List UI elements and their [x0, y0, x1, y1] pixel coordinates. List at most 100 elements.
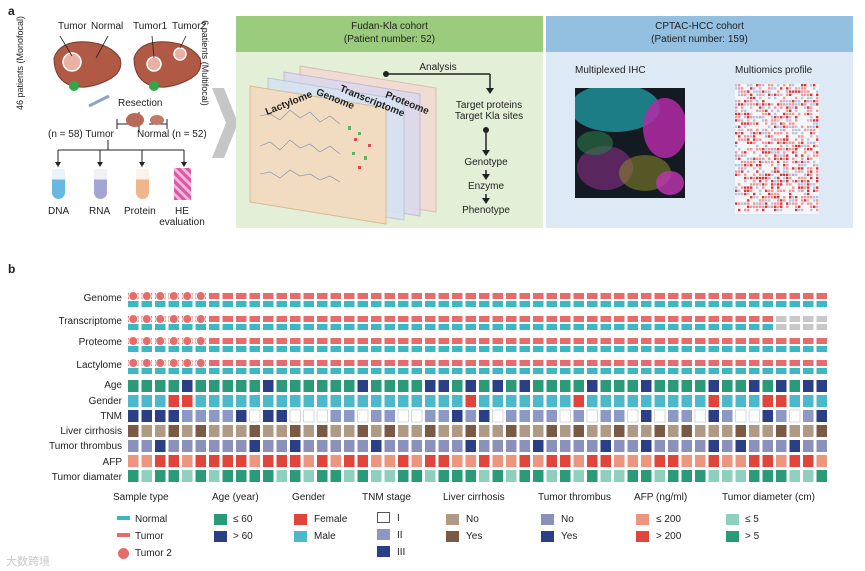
heatmap-cell [753, 116, 756, 119]
heatmap-cell [783, 157, 786, 160]
flow-phenotype: Phenotype [462, 205, 510, 216]
omics-tumor-cell [425, 338, 436, 344]
omics-tumor-cell [708, 316, 719, 322]
heatmap-cell [768, 103, 771, 106]
clinical-cell-tnm [249, 409, 261, 423]
omics-tumor-cell [519, 360, 530, 366]
track-gender: Gender [88, 396, 122, 407]
heatmap-cell [789, 87, 792, 90]
clinical-cell-cir [573, 425, 584, 437]
heatmap-cell [762, 112, 765, 116]
clinical-cell-cir [371, 425, 382, 437]
heatmap-cell [768, 192, 771, 196]
heatmap-cell [810, 119, 813, 122]
heatmap-cell [780, 157, 783, 160]
clinical-cell-cir [546, 425, 557, 437]
omics-normal-cell [182, 346, 193, 352]
omics-tumor-cell [452, 338, 463, 344]
omics-tumor-cell [479, 338, 490, 344]
heatmap-cell [753, 160, 756, 164]
tumor2-marker [182, 336, 193, 346]
heatmap-cell [768, 205, 771, 208]
heatmap-cell [810, 205, 813, 208]
normal-tissue-icon [150, 115, 164, 125]
omics-normal-cell [411, 368, 422, 374]
heatmap-cell [759, 192, 762, 196]
clinical-cell-afp [425, 455, 436, 467]
clinical-cell-dia [317, 470, 328, 482]
clinical-cell-dia [425, 470, 436, 482]
branch-lines [55, 140, 187, 167]
heatmap-cell [774, 180, 777, 183]
tumor2-marker [155, 358, 166, 368]
heatmap-cell [747, 157, 750, 160]
clinical-cell-thr [155, 440, 166, 452]
heatmap-cell [777, 84, 780, 87]
heatmap-cell [771, 183, 774, 186]
omics-normal-cell [695, 368, 706, 374]
omics-tumor-cell [222, 338, 233, 344]
omics-normal-cell [519, 301, 530, 307]
heatmap-cell [807, 199, 810, 202]
omics-tumor-cell [614, 316, 625, 322]
heatmap-cell [756, 100, 759, 103]
heatmap-cell [810, 125, 813, 128]
clinical-cell-tnm [546, 410, 557, 422]
omics-tumor-cell [506, 360, 517, 366]
clinical-cell-afp [560, 455, 571, 467]
legend-tnm2-label: II [397, 530, 403, 541]
legend-age-title: Age (year) [212, 492, 259, 503]
heatmap-cell [816, 173, 819, 176]
heatmap-cell [762, 157, 765, 160]
heatmap-cell [759, 173, 762, 176]
heatmap-cell [786, 141, 789, 144]
heatmap-cell [804, 106, 807, 109]
omics-normal-cell [560, 368, 571, 374]
heatmap-cell [792, 84, 795, 87]
clinical-cell-cir [776, 425, 787, 437]
omics-normal-cell [141, 368, 152, 374]
clinical-cell-age [330, 380, 341, 392]
heatmap-cell [762, 90, 765, 93]
omics-tumor-cell [803, 316, 814, 322]
heatmap-cell [756, 176, 759, 180]
tumor-count-label: (n = 58) Tumor [48, 129, 114, 140]
heatmap-cell [735, 87, 738, 90]
heatmap-cell [792, 173, 795, 176]
omics-normal-cell [236, 301, 247, 307]
heatmap-cell [780, 208, 783, 212]
omics-normal-cell [155, 368, 166, 374]
heatmap-cell [765, 180, 768, 183]
heatmap-cell [762, 176, 765, 180]
track-transcriptome: Transcriptome [58, 316, 122, 327]
omics-normal-cell [546, 346, 557, 352]
heatmap-cell [807, 196, 810, 199]
omics-normal-cell [762, 324, 773, 330]
heatmap-cell [801, 157, 804, 160]
clinical-cell-thr [384, 440, 395, 452]
clinical-cell-thr [600, 440, 611, 452]
heatmap-cell [777, 119, 780, 122]
clinical-cell-afp [749, 455, 760, 467]
heatmap-cell [789, 196, 792, 199]
he-slide-icon [174, 168, 191, 200]
heatmap-cell [798, 186, 801, 189]
heatmap-cell [786, 109, 789, 112]
heatmap-cell [798, 208, 801, 212]
omics-tumor-cell [330, 360, 341, 366]
omics-normal-cell [749, 346, 760, 352]
omics-tumor-cell [735, 293, 746, 299]
clinical-cell-afp [452, 455, 463, 467]
fudan-header [236, 16, 543, 52]
omics-tumor-cell [749, 338, 760, 344]
omics-normal-cell [627, 346, 638, 352]
heatmap-cell [810, 208, 813, 212]
omics-normal-cell [357, 346, 368, 352]
omics-tumor-cell [303, 360, 314, 366]
clinical-cell-gender [803, 395, 814, 407]
omics-tumor-cell [357, 360, 368, 366]
clinical-cell-tnm [668, 410, 679, 422]
omics-normal-cell [384, 301, 395, 307]
heatmap-cell [810, 173, 813, 176]
heatmap-cell [780, 93, 783, 96]
